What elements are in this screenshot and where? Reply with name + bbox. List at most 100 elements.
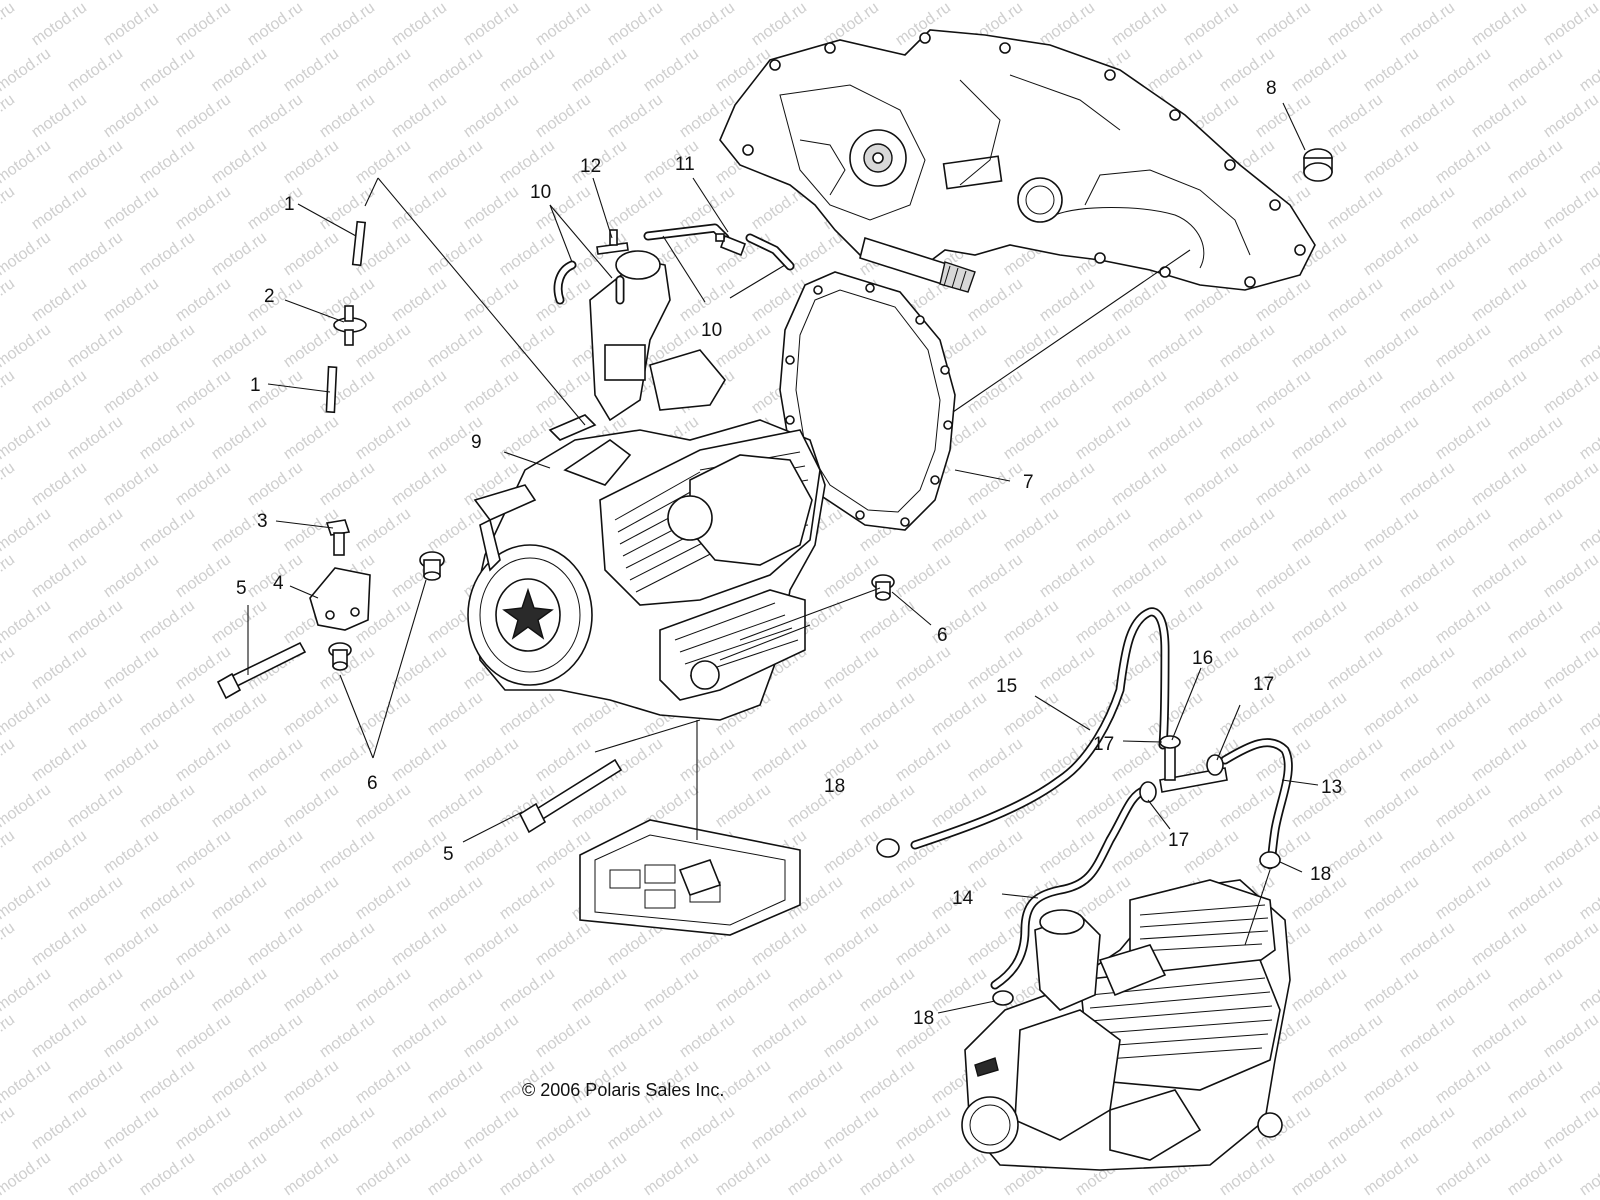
watermark-text: motod.ru <box>785 689 846 739</box>
watermark-text: motod.ru <box>1217 321 1278 371</box>
watermark-text: motod.ru <box>101 551 162 601</box>
watermark-text: motod.ru <box>1541 459 1600 509</box>
watermark-text: motod.ru <box>65 45 126 95</box>
watermark-text: motod.ru <box>65 597 126 647</box>
watermark-text: motod.ru <box>1469 551 1530 601</box>
watermark-text: motod.ru <box>281 321 342 371</box>
watermark-text: motod.ru <box>389 459 450 509</box>
watermark-text: motod.ru <box>389 183 450 233</box>
watermark-text: motod.ru <box>1109 0 1170 49</box>
watermark-text: motod.ru <box>1469 735 1530 785</box>
watermark-text: motod.ru <box>1469 827 1530 877</box>
watermark-text: motod.ru <box>137 321 198 371</box>
watermark-text: motod.ru <box>749 1103 810 1153</box>
watermark-text: motod.ru <box>461 919 522 969</box>
watermark-text: motod.ru <box>101 919 162 969</box>
watermark-text: motod.ru <box>0 827 18 877</box>
small-parts <box>216 148 1333 834</box>
watermark-text: motod.ru <box>29 91 90 141</box>
watermark-text: motod.ru <box>389 1103 450 1153</box>
watermark-text: motod.ru <box>29 183 90 233</box>
watermark-text: motod.ru <box>0 229 54 279</box>
watermark-text: motod.ru <box>1253 551 1314 601</box>
watermark-text: motod.ru <box>749 0 810 49</box>
watermark-text: motod.ru <box>677 1011 738 1061</box>
watermark-text: motod.ru <box>1253 0 1314 49</box>
watermark-text: motod.ru <box>0 275 18 325</box>
callout-1-bottom: 1 <box>250 375 261 396</box>
watermark-text: motod.ru <box>137 505 198 555</box>
watermark-text: motod.ru <box>461 183 522 233</box>
watermark-text: motod.ru <box>533 735 594 785</box>
watermark-text: motod.ru <box>353 1149 414 1199</box>
watermark-text: motod.ru <box>0 367 18 417</box>
watermark-text: motod.ru <box>1397 827 1458 877</box>
watermark-text: motod.ru <box>29 275 90 325</box>
watermark-text: motod.ru <box>281 873 342 923</box>
bushing-6-left-low <box>328 642 352 671</box>
watermark-text: motod.ru <box>425 229 486 279</box>
callout-16: 16 <box>1192 648 1213 669</box>
watermark-text: motod.ru <box>29 0 90 49</box>
callout-10-right: 10 <box>701 320 722 341</box>
clamps-17 <box>1139 735 1224 803</box>
watermark-text: motod.ru <box>1397 919 1458 969</box>
watermark-text: motod.ru <box>101 1011 162 1061</box>
clamps-18 <box>876 838 1281 1006</box>
watermark-text: motod.ru <box>1217 781 1278 831</box>
watermark-text: motod.ru <box>353 505 414 555</box>
watermark-text: motod.ru <box>1505 1057 1566 1107</box>
watermark-text: motod.ru <box>461 91 522 141</box>
watermark-text: motod.ru <box>893 1103 954 1153</box>
watermark-text: motod.ru <box>1289 505 1350 555</box>
watermark-text: motod.ru <box>173 183 234 233</box>
watermark-text: motod.ru <box>533 919 594 969</box>
watermark-text: motod.ru <box>821 919 882 969</box>
watermark-text: motod.ru <box>1217 597 1278 647</box>
watermark-text: motod.ru <box>65 229 126 279</box>
watermark-text: motod.ru <box>1577 597 1600 647</box>
watermark-text: motod.ru <box>1397 459 1458 509</box>
watermark-text: motod.ru <box>29 1103 90 1153</box>
watermark-text: motod.ru <box>1289 689 1350 739</box>
watermark-text: motod.ru <box>317 91 378 141</box>
watermark-text: motod.ru <box>0 873 54 923</box>
watermark-text: motod.ru <box>821 1011 882 1061</box>
watermark-text: motod.ru <box>893 643 954 693</box>
watermark-text: motod.ru <box>1217 505 1278 555</box>
watermark-text: motod.ru <box>353 965 414 1015</box>
watermark-text: motod.ru <box>29 827 90 877</box>
watermark-text: motod.ru <box>1469 643 1530 693</box>
watermark-text: motod.ru <box>1541 643 1600 693</box>
watermark-text: motod.ru <box>1145 413 1206 463</box>
watermark-text: motod.ru <box>101 275 162 325</box>
watermark-text: motod.ru <box>1325 551 1386 601</box>
output-shaft <box>859 236 976 293</box>
watermark-text: motod.ru <box>1577 1057 1600 1107</box>
watermark-text: motod.ru <box>281 229 342 279</box>
watermark-text: motod.ru <box>461 275 522 325</box>
callout-2: 2 <box>264 286 275 307</box>
watermark-text: motod.ru <box>1469 1011 1530 1061</box>
watermark-text: motod.ru <box>569 1149 630 1199</box>
watermark-text: motod.ru <box>209 321 270 371</box>
watermark-text: motod.ru <box>425 137 486 187</box>
leader-lines <box>247 102 1319 1014</box>
watermark-text: motod.ru <box>101 183 162 233</box>
watermark-text: motod.ru <box>29 919 90 969</box>
watermark-text: motod.ru <box>353 1057 414 1107</box>
watermark-text: motod.ru <box>209 45 270 95</box>
watermark-text: motod.ru <box>1361 137 1422 187</box>
watermark-text: motod.ru <box>1505 689 1566 739</box>
watermark-text: motod.ru <box>1181 367 1242 417</box>
watermark-text: motod.ru <box>1253 459 1314 509</box>
watermark-text: motod.ru <box>605 183 666 233</box>
watermark-text: motod.ru <box>1541 367 1600 417</box>
watermark-text: motod.ru <box>965 459 1026 509</box>
watermark-text: motod.ru <box>137 689 198 739</box>
watermark-text: motod.ru <box>893 919 954 969</box>
watermark-text: motod.ru <box>0 919 18 969</box>
oil-pan <box>659 589 806 701</box>
bolt-5-bottom <box>518 758 623 834</box>
